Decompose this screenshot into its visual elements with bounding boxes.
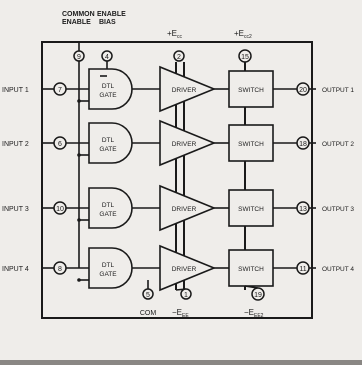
switch-label-4: SWITCH <box>238 266 264 273</box>
pin-vee-number: 1 <box>184 292 188 299</box>
com-label: COM <box>140 310 157 317</box>
input-pin-number-2: 6 <box>58 141 62 148</box>
switch-label-2: SWITCH <box>238 141 264 148</box>
enable-bias-label-2: BIAS <box>99 19 116 26</box>
output-label-4: OUTPUT 4 <box>322 266 354 273</box>
pin-vee2-number: 19 <box>254 292 262 299</box>
output-label-2: OUTPUT 2 <box>322 141 354 148</box>
pin-vcc2-number: 15 <box>241 54 249 61</box>
dtl-gate-label2-3: GATE <box>99 211 117 218</box>
input-pin-number-4: 8 <box>58 266 62 273</box>
output-pin-number-4: 11 <box>299 266 306 273</box>
pin-enable-bias-number: 4 <box>105 54 109 61</box>
dtl-gate-label-2: DTL <box>102 137 115 144</box>
output-label-3: OUTPUT 3 <box>322 206 354 213</box>
driver-label-4: DRIVER <box>172 266 197 273</box>
enable-junction-2 <box>77 153 81 157</box>
dtl-gate-label-3: DTL <box>102 202 115 209</box>
pin-common-enable-number: 9 <box>77 54 81 61</box>
common-enable-label-1: COMMON <box>62 11 95 18</box>
switch-label-3: SWITCH <box>238 206 264 213</box>
input-label-4: INPUT 4 <box>2 266 29 273</box>
input-label-1: INPUT 1 <box>2 87 29 94</box>
dtl-gate-label2-2: GATE <box>99 146 117 153</box>
input-pin-number-1: 7 <box>58 87 62 94</box>
output-pin-number-2: 18 <box>299 141 307 148</box>
dtl-gate-label-4: DTL <box>102 262 115 269</box>
output-pin-number-1: 20 <box>299 87 307 94</box>
enable-bias-label-1: ENABLE <box>97 11 126 18</box>
enable-junction-1 <box>77 99 81 103</box>
output-pin-number-3: 13 <box>299 206 307 213</box>
pin-vcc-number: 2 <box>177 54 181 61</box>
input-label-2: INPUT 2 <box>2 141 29 148</box>
input-label-3: INPUT 3 <box>2 206 29 213</box>
dtl-gate-label2-1: GATE <box>99 92 117 99</box>
switch-label-1: SWITCH <box>238 87 264 94</box>
driver-label-1: DRIVER <box>172 87 197 94</box>
vcc2-label: +Ecc2 <box>234 29 252 40</box>
common-enable-label-2: ENABLE <box>62 19 91 26</box>
dtl-gate-label-1: DTL <box>102 83 115 90</box>
dtl-gate-label2-4: GATE <box>99 271 117 278</box>
driver-label-3: DRIVER <box>172 206 197 213</box>
output-label-1: OUTPUT 1 <box>322 87 354 94</box>
input-pin-number-3: 10 <box>56 206 64 213</box>
enable-junction-4 <box>77 278 81 282</box>
vcc-label: +Ecc <box>167 29 183 40</box>
driver-label-2: DRIVER <box>172 141 197 148</box>
pin-com-number: 5 <box>146 292 150 299</box>
enable-junction-3 <box>77 218 81 222</box>
